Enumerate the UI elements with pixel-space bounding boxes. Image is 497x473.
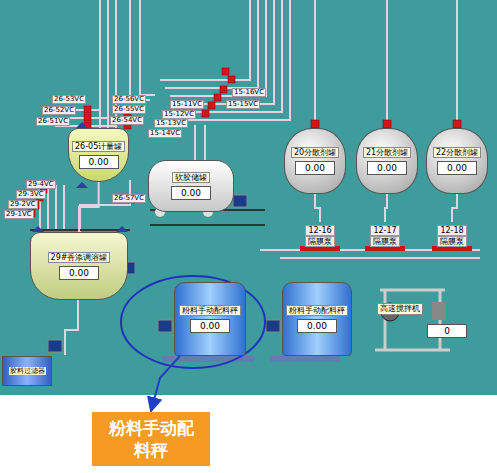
equipment-name: 软胶储罐 <box>172 172 210 183</box>
equipment-node: 29#香添调溶罐 0.00 <box>30 232 128 300</box>
valve-tag: 26-57VC <box>112 194 146 203</box>
equipment-node: 胶料过滤器 <box>2 356 52 386</box>
value-display: 0.00 <box>367 161 407 175</box>
equipment-node: 21分散剂罐 0.00 <box>356 128 418 194</box>
valve-tag: 29-1VC <box>4 210 34 219</box>
valve-tag: 29-4VC <box>26 180 56 189</box>
pipe-connector <box>385 194 387 222</box>
equipment-node: 12-18隔膜泵 <box>430 222 474 250</box>
equipment-node: 12-17隔膜泵 <box>363 222 407 250</box>
valve-tag: 26-56VC <box>112 95 146 104</box>
equipment-name: 高速搅拌机 <box>377 303 423 314</box>
value-display: 0.00 <box>295 161 335 175</box>
equipment-name: 隔膜泵 <box>437 236 467 247</box>
value-display: 0 <box>427 324 467 338</box>
equipment-name: 隔膜泵 <box>370 236 400 247</box>
equipment-node: 粉料手动配料秤 0.00 <box>282 282 352 356</box>
value-display: 0.00 <box>297 319 337 333</box>
valve-tag: 26-54VC <box>110 116 144 125</box>
pipe-connector <box>315 194 320 222</box>
equipment-name: 12-16 <box>305 225 334 236</box>
valve-tag: 26-51VC <box>36 117 70 126</box>
equipment-name: 21分散剂罐 <box>363 147 411 158</box>
equipment-name: 隔膜泵 <box>305 236 335 247</box>
value-display: 0.00 <box>171 186 211 200</box>
callout-box: 粉料手动配料秤 <box>92 412 210 466</box>
equipment-node: 高速搅拌机0 <box>394 318 472 344</box>
valve-tag: 15-14VC <box>148 129 182 138</box>
equipment-name: 粉料手动配料秤 <box>109 417 194 461</box>
value-display: 0.00 <box>437 161 477 175</box>
equipment-name: 26-05计量罐 <box>72 141 125 152</box>
valve-tag: 29-2VC <box>8 200 38 209</box>
valve-tag: 15-12VC <box>162 110 196 119</box>
equipment-node: 软胶储罐 0.00 <box>148 160 234 212</box>
valve-tag: 29-3VC <box>16 190 46 199</box>
equipment-node: 22分散剂罐 0.00 <box>426 128 488 194</box>
equipment-name: 粉料手动配料秤 <box>179 305 241 316</box>
equipment-node: 20分散剂罐 0.00 <box>284 128 346 194</box>
pipe-connector <box>151 356 180 411</box>
equipment-name: 29#香添调溶罐 <box>48 252 111 263</box>
equipment-name: 22分散剂罐 <box>433 147 481 158</box>
screen-ground <box>0 0 497 395</box>
valve-tag: 15-16VC <box>232 88 266 97</box>
equipment-node: 粉料手动配料秤 0.00 <box>174 282 246 356</box>
valve-tag: 15-11VC <box>170 100 204 109</box>
valve-tag: 26-52VC <box>42 106 76 115</box>
equipment-name: 12-17 <box>370 225 399 236</box>
valve-tag: 15-13VC <box>154 119 188 128</box>
valve-tag: 26-53VC <box>52 95 86 104</box>
equipment-name: 12-18 <box>437 225 466 236</box>
valve-tag: 15-15VC <box>226 100 260 109</box>
equipment-name: 粉料手动配料秤 <box>286 305 348 316</box>
pipe-connector <box>79 182 99 232</box>
equipment-node: 12-16隔膜泵 <box>298 222 342 250</box>
value-display: 0.00 <box>190 319 230 333</box>
equipment-name: 20分散剂罐 <box>291 147 339 158</box>
valve-tag: 26-55VC <box>112 105 146 114</box>
pipe-connector <box>452 194 457 222</box>
equipment-name: 胶料过滤器 <box>9 367 46 375</box>
value-display: 0.00 <box>79 155 119 169</box>
value-display: 0.00 <box>59 266 99 280</box>
